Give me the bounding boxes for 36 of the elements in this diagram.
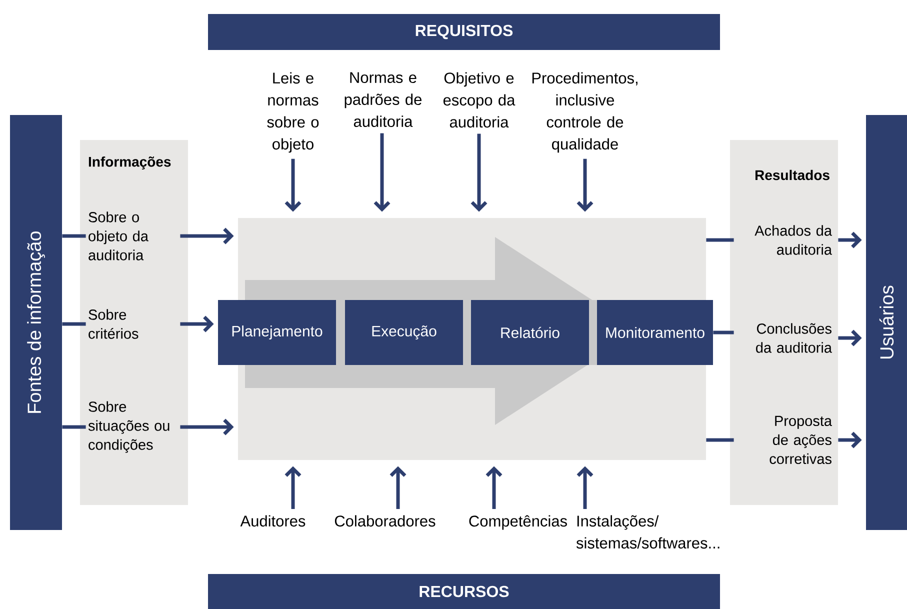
item-label: Conclusões da auditoria (756, 323, 832, 353)
header-bar: REQUISITOS (208, 14, 720, 50)
arrow (180, 418, 234, 436)
arrow (486, 466, 502, 509)
resource-label: Instalações/ sistemas/softwares... (576, 515, 720, 549)
process-box: Relatório (471, 300, 589, 365)
arrow (838, 232, 862, 248)
arrow (284, 466, 302, 509)
arrow (180, 316, 214, 332)
side-bar: Usuários (866, 115, 907, 530)
side-bar: Fontes de informação (10, 115, 62, 530)
resource-label: Auditores (240, 515, 306, 527)
process-box: Monitoramento (597, 300, 713, 365)
arrow (576, 158, 594, 212)
arrow (390, 466, 406, 509)
requirement-label: Normas e padrões de auditoria (344, 72, 422, 128)
item-label: Achados da auditoria (754, 225, 832, 255)
resource-label: Colaboradores (334, 515, 436, 527)
process-box: Planejamento (218, 300, 336, 365)
requirement-label: Procedimentos, inclusive controle de qualidade (532, 72, 638, 153)
item-label: Sobre o objeto da auditoria (88, 212, 148, 260)
item-label: Proposta de ações corretivas (770, 416, 832, 464)
requirement-label: Leis e normas sobre o objeto (267, 72, 319, 153)
arrow (284, 158, 302, 212)
header-bar: RECURSOS (208, 574, 720, 609)
arrow (180, 228, 234, 244)
item-label: Sobre situações ou condições (88, 401, 170, 453)
resource-label: Competências (469, 515, 567, 530)
process-box: Execução (345, 300, 463, 365)
arrow (374, 133, 390, 212)
arrow (576, 466, 594, 509)
arrow (838, 432, 862, 448)
item-label: Sobre critérios (88, 309, 138, 339)
arrow (838, 330, 862, 346)
arrow (470, 134, 488, 212)
requirement-label: Objetivo e escopo da auditoria (443, 72, 516, 128)
